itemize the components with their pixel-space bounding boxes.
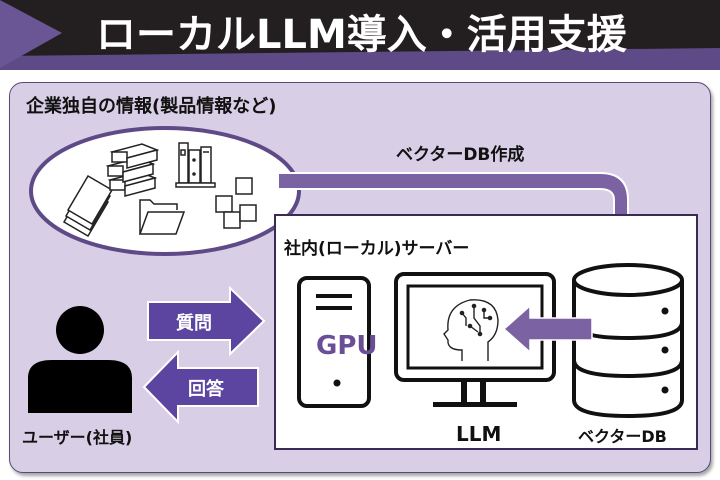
- page-title: ローカルLLM導入・活用支援: [96, 12, 627, 58]
- header-background: [0, 0, 720, 70]
- vector-db-creation-label: ベクターDB作成: [396, 145, 525, 165]
- gpu-label: GPU: [316, 331, 378, 361]
- header-triangle-icon: [0, 0, 62, 68]
- vector-db-label: ベクターDB: [578, 427, 667, 446]
- local-server-label: 社内(ローカル)サーバー: [284, 239, 470, 259]
- user-label: ユーザー(社員): [22, 428, 133, 447]
- header-banner: ローカルLLM導入・活用支援: [0, 0, 720, 70]
- data-source-label: 企業独自の情報(製品情報など): [26, 96, 277, 117]
- answer-label: 回答: [188, 379, 224, 400]
- question-label: 質問: [176, 313, 212, 334]
- llm-label: LLM: [456, 422, 502, 446]
